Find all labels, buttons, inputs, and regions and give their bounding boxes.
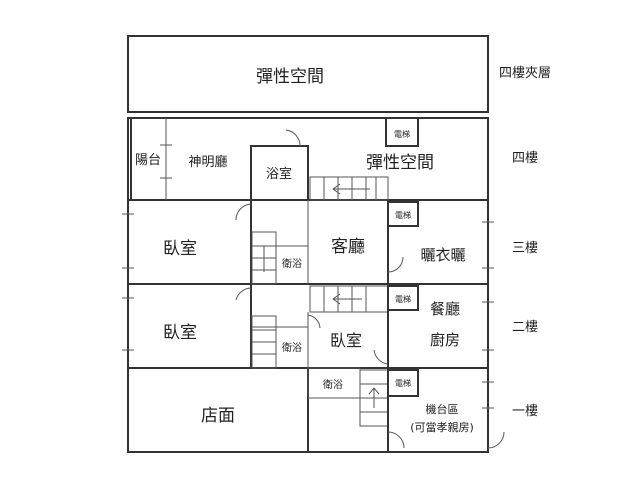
room-label-3f-bedroom: 臥室: [163, 239, 197, 259]
room-label-laundry: 曬衣曬: [420, 246, 465, 264]
floor-4-walls: [130, 117, 419, 201]
room-label-2f-bath: 衛浴: [282, 341, 302, 354]
room-label-shop: 店面: [201, 406, 235, 426]
floor-label-4f: 四樓: [512, 151, 538, 166]
room-label-mezzanine-flex: 彈性空間: [256, 67, 324, 87]
floor-label-3f: 三樓: [512, 241, 538, 256]
room-label-4f-flex: 彈性空間: [366, 153, 434, 173]
elevator-label-3f: 電梯: [395, 210, 411, 220]
floor-1-walls: [307, 367, 505, 452]
room-label-2f-bedroom2: 臥室: [330, 331, 362, 350]
floor-label-2f: 二樓: [512, 320, 538, 335]
elevator-label-1f: 電梯: [395, 378, 411, 388]
room-label-2f-bedroom: 臥室: [163, 323, 197, 343]
room-label-living: 客廳: [331, 237, 365, 257]
elevator-label-2f: 電梯: [395, 294, 411, 304]
elevator-label-4f: 電梯: [394, 129, 410, 139]
room-label-dining: 餐廳: [430, 300, 460, 318]
room-label-kitchen: 廚房: [430, 331, 460, 349]
mezzanine-outline: [127, 35, 489, 113]
floor-label-1f: 一樓: [512, 404, 538, 419]
floor-label-mezzanine: 四樓夾層: [499, 66, 551, 81]
floor-3-walls: [122, 200, 494, 368]
floor-2-walls: [122, 284, 494, 369]
room-label-balcony: 陽台: [135, 153, 161, 168]
room-label-3f-bath: 衛浴: [282, 257, 302, 270]
room-label-machine: 機台區: [426, 402, 459, 416]
room-label-4f-bath: 浴室: [266, 166, 292, 182]
room-label-machine-note: (可當孝親房): [410, 421, 474, 434]
room-label-shrine: 神明廳: [188, 154, 227, 170]
room-label-1f-bath: 衛浴: [323, 378, 343, 391]
